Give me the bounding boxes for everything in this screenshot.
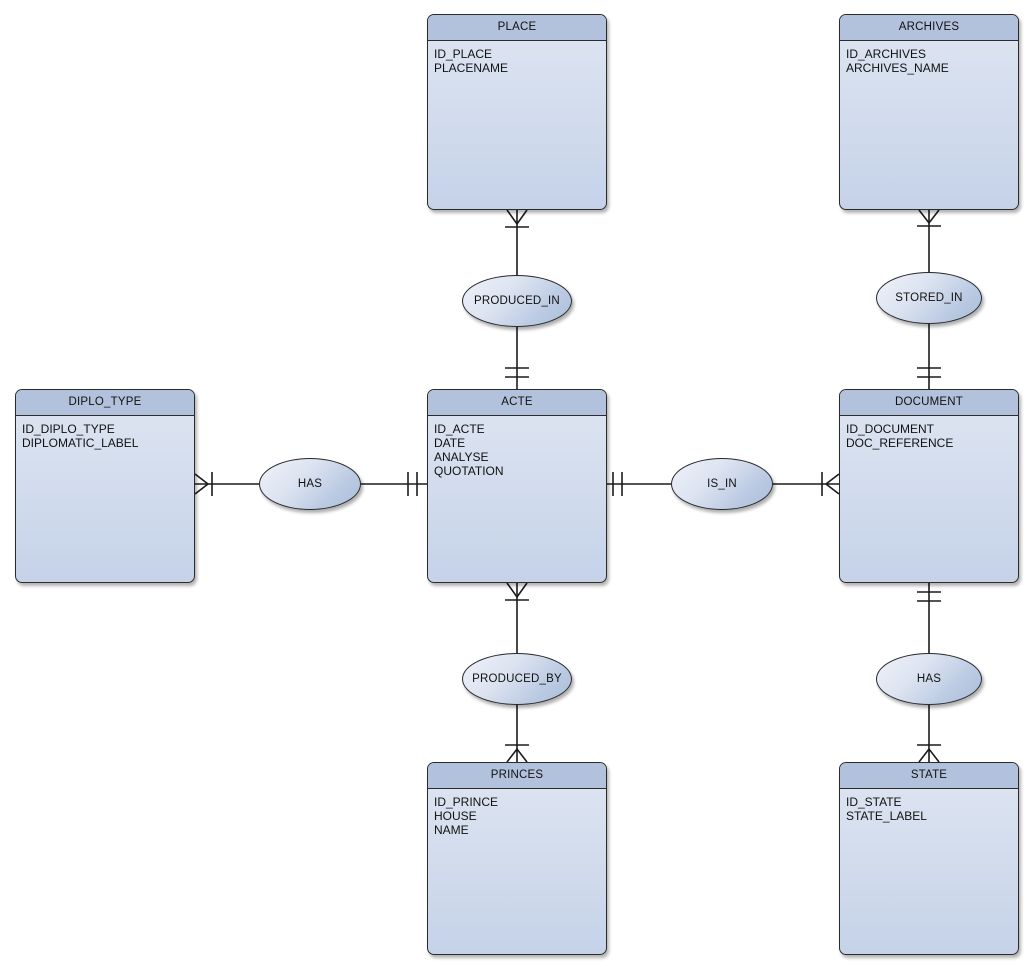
entity-princes-attributes: ID_PRINCE HOUSE NAME: [428, 789, 606, 837]
attribute: ID_PRINCE: [434, 795, 499, 809]
relationship-stored-in[interactable]: STORED_IN: [876, 272, 982, 324]
relationship-has-state-label: HAS: [916, 673, 942, 685]
entity-archives-attributes: ID_ARCHIVES ARCHIVES_NAME: [840, 41, 1018, 75]
relationship-has-diplo-type-label: HAS: [297, 478, 323, 490]
entity-archives[interactable]: ARCHIVES ID_ARCHIVES ARCHIVES_NAME: [839, 14, 1019, 210]
relationship-produced-in[interactable]: PRODUCED_IN: [462, 275, 572, 327]
entity-princes-title: PRINCES: [428, 763, 606, 789]
entity-state[interactable]: STATE ID_STATE STATE_LABEL: [839, 762, 1019, 955]
attribute: NAME: [434, 823, 469, 837]
entity-acte[interactable]: ACTE ID_ACTE DATE ANALYSE QUOTATION: [427, 389, 607, 583]
attribute: HOUSE: [434, 809, 477, 823]
relationship-is-in[interactable]: IS_IN: [671, 458, 773, 510]
attribute: DIPLOMATIC_LABEL: [22, 436, 139, 450]
relationship-is-in-label: IS_IN: [707, 478, 737, 490]
attribute: ID_PLACE: [434, 47, 493, 61]
attribute: DATE: [434, 436, 466, 450]
entity-diplo-type-attributes: ID_DIPLO_TYPE DIPLOMATIC_LABEL: [16, 416, 194, 450]
entity-princes[interactable]: PRINCES ID_PRINCE HOUSE NAME: [427, 762, 607, 955]
attribute: ARCHIVES_NAME: [846, 61, 949, 75]
relationship-has-diplo-type[interactable]: HAS: [259, 458, 361, 510]
entity-document[interactable]: DOCUMENT ID_DOCUMENT DOC_REFERENCE: [839, 389, 1019, 583]
relationship-produced-by[interactable]: PRODUCED_BY: [462, 653, 572, 705]
relationship-produced-in-label: PRODUCED_IN: [474, 295, 560, 307]
attribute: ID_STATE: [846, 795, 902, 809]
attribute: PLACENAME: [434, 61, 509, 75]
relationship-stored-in-label: STORED_IN: [895, 292, 963, 304]
entity-acte-title: ACTE: [428, 390, 606, 416]
attribute: STATE_LABEL: [846, 809, 927, 823]
attribute: ANALYSE: [434, 450, 489, 464]
relationship-produced-by-label: PRODUCED_BY: [472, 673, 562, 685]
attribute: ID_ARCHIVES: [846, 47, 927, 61]
attribute: ID_ACTE: [434, 422, 485, 436]
entity-place-attributes: ID_PLACE PLACENAME: [428, 41, 606, 75]
relationship-has-state[interactable]: HAS: [876, 653, 982, 705]
entity-state-attributes: ID_STATE STATE_LABEL: [840, 789, 1018, 823]
attribute: QUOTATION: [434, 464, 504, 478]
entity-diplo-type-title: DIPLO_TYPE: [16, 390, 194, 416]
attribute: ID_DOCUMENT: [846, 422, 935, 436]
attribute: ID_DIPLO_TYPE: [22, 422, 115, 436]
entity-document-title: DOCUMENT: [840, 390, 1018, 416]
entity-acte-attributes: ID_ACTE DATE ANALYSE QUOTATION: [428, 416, 606, 478]
entity-archives-title: ARCHIVES: [840, 15, 1018, 41]
entity-place[interactable]: PLACE ID_PLACE PLACENAME: [427, 14, 607, 210]
entity-state-title: STATE: [840, 763, 1018, 789]
entity-place-title: PLACE: [428, 15, 606, 41]
entity-diplo-type[interactable]: DIPLO_TYPE ID_DIPLO_TYPE DIPLOMATIC_LABE…: [15, 389, 195, 583]
attribute: DOC_REFERENCE: [846, 436, 954, 450]
entity-document-attributes: ID_DOCUMENT DOC_REFERENCE: [840, 416, 1018, 450]
